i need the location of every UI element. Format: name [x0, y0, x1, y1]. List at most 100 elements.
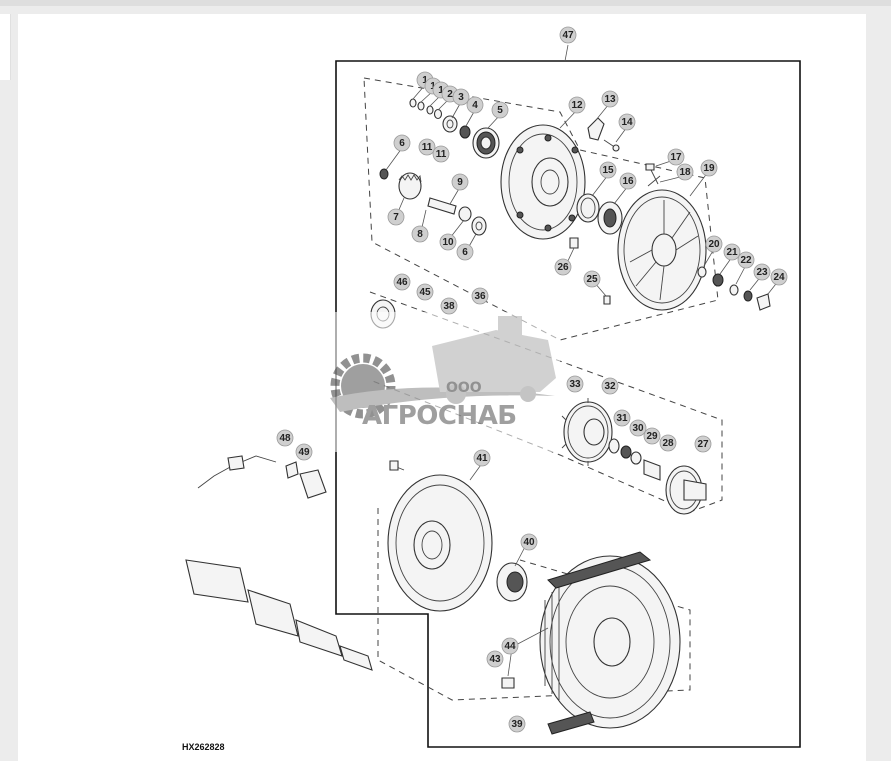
callout-label: 21 — [726, 247, 738, 258]
callout-c38: 38 — [440, 297, 458, 315]
callout-bubble — [416, 283, 434, 301]
callout-label: 8 — [417, 229, 423, 240]
callout-c7: 7 — [387, 208, 405, 226]
callout-c21: 21 — [723, 243, 741, 261]
gear-32 — [561, 398, 613, 466]
callout-c39: 39 — [508, 715, 526, 733]
assembly-frame — [335, 60, 801, 748]
bolt-14 — [603, 139, 620, 152]
callout-label: 30 — [632, 423, 644, 434]
callout-c16: 16 — [619, 172, 637, 190]
callout-c40: 40 — [520, 533, 538, 551]
callout-c44: 44 — [501, 637, 519, 655]
callout-bubble — [508, 715, 526, 733]
callout-c20: 20 — [705, 235, 723, 253]
callout-label: 1 — [438, 85, 444, 96]
pinion-7 — [379, 168, 422, 200]
callout-c48: 48 — [276, 429, 294, 447]
callout-c8: 8 — [411, 225, 429, 243]
watermark-brand-text: АГРОСНАБ — [362, 401, 517, 431]
crankshaft — [185, 559, 373, 671]
callout-bubble — [737, 251, 755, 269]
callout-bubble — [619, 172, 637, 190]
callout-label: 4 — [472, 100, 478, 111]
seals-15-16 — [576, 193, 623, 235]
callout-bubble — [566, 375, 584, 393]
callout-bubble — [473, 449, 491, 467]
callout-c3: 3 — [452, 88, 470, 106]
callout-c14: 14 — [618, 113, 636, 131]
callout-bubble — [471, 287, 489, 305]
callout-label: 49 — [298, 447, 310, 458]
callout-label: 19 — [703, 163, 715, 174]
left-panel — [0, 14, 11, 80]
callout-bubble — [439, 233, 457, 251]
callout-label: 16 — [622, 176, 634, 187]
callout-label: 1 — [422, 75, 428, 86]
callout-label: 25 — [586, 274, 598, 285]
callout-bubble — [295, 443, 313, 461]
callout-bubble — [411, 225, 429, 243]
callout-bubble — [440, 297, 458, 315]
callout-bubble — [694, 435, 712, 453]
callout-bubble — [452, 88, 470, 106]
callout-c15: 15 — [599, 161, 617, 179]
hub-40 — [496, 562, 528, 602]
callout-bubble — [723, 243, 741, 261]
callout-c49: 49 — [295, 443, 313, 461]
callout-label: 2 — [447, 89, 453, 100]
callout-bubble — [601, 90, 619, 108]
callout-bubble — [705, 235, 723, 253]
callout-label: 46 — [396, 277, 408, 288]
callout-label: 7 — [393, 212, 399, 223]
callout-bubble — [486, 650, 504, 668]
callout-label: 11 — [436, 149, 447, 160]
gear-hub-27 — [665, 465, 707, 515]
callout-bubble — [643, 427, 661, 445]
agrosnab-watermark: ООО АГРОСНАБ — [328, 312, 560, 452]
callout-label: 23 — [756, 267, 768, 278]
callout-bubble — [700, 159, 718, 177]
callout-label: 45 — [419, 287, 431, 298]
callout-bubble — [667, 148, 685, 166]
callout-label: 22 — [740, 255, 752, 266]
callout-c36: 36 — [471, 287, 489, 305]
small-parts-25-26 — [569, 237, 611, 305]
callout-label: 38 — [443, 301, 455, 312]
callout-c10: 10 — [439, 233, 457, 251]
callout-label: 6 — [462, 247, 468, 258]
callout-c33: 33 — [566, 375, 584, 393]
callout-bubble — [276, 429, 294, 447]
bracket-13 — [587, 117, 605, 141]
callout-label: 41 — [476, 453, 488, 464]
watermark-small-text: ООО — [446, 380, 482, 396]
flywheel-41 — [387, 474, 493, 612]
callout-bubble — [599, 161, 617, 179]
callout-label: 6 — [399, 138, 405, 149]
callout-label: 10 — [442, 237, 454, 248]
bolt-41a — [389, 460, 405, 471]
callout-bubble — [491, 101, 509, 119]
callout-c29: 29 — [643, 427, 661, 445]
callout-c5: 5 — [491, 101, 509, 119]
callout-label: 27 — [697, 439, 709, 450]
callout-bubble — [432, 145, 450, 163]
callout-label: 28 — [662, 438, 674, 449]
callout-bubble — [501, 637, 519, 655]
callout-bubble — [554, 258, 572, 276]
belt-39 — [547, 551, 652, 735]
callout-c32: 32 — [601, 377, 619, 395]
callout-c41: 41 — [473, 449, 491, 467]
callout-c18: 18 — [676, 163, 694, 181]
callout-label: 44 — [504, 641, 516, 652]
callout-label: 32 — [604, 381, 616, 392]
watermark-harvester-icon — [432, 316, 556, 404]
callout-label: 5 — [497, 105, 503, 116]
callout-label: 13 — [604, 94, 616, 105]
callout-label: 40 — [523, 537, 535, 548]
callout-label: 1 — [430, 81, 436, 92]
callout-label: 12 — [571, 100, 583, 111]
callout-label: 43 — [489, 654, 501, 665]
